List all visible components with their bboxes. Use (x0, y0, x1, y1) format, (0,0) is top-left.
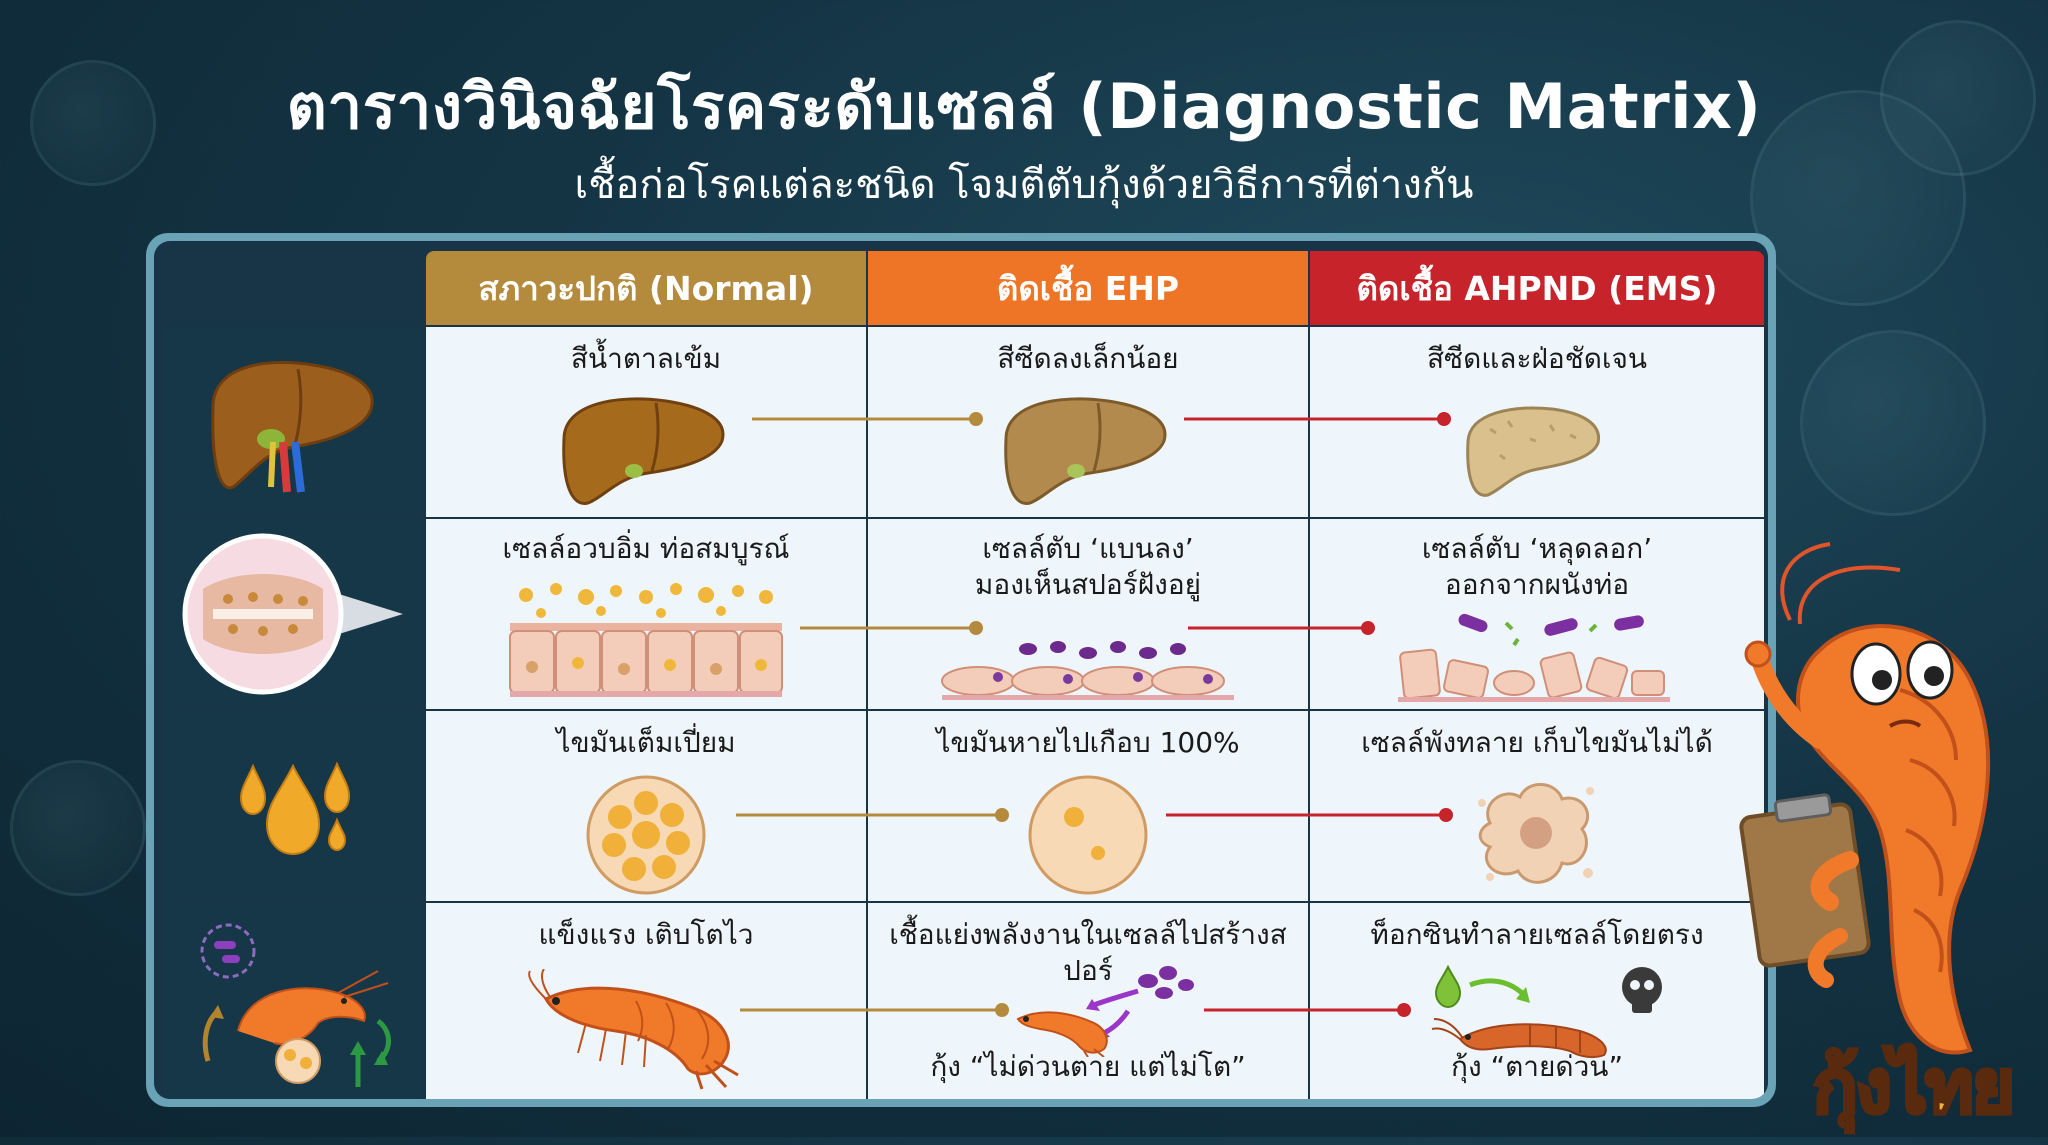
liver-icon (211, 361, 374, 493)
row-icon-fat (164, 711, 422, 901)
toxin-dead-shrimp-icon (1431, 964, 1662, 1059)
tubule-ehp-label-line2: มองเห็นสปอร์ฝังอยู่ (974, 568, 1202, 601)
fat-ahpnd-label: เซลล์พังทลาย เก็บไขมันไม่ได้ (1361, 726, 1713, 759)
tubule-ehp-label-line1: เซลล์ตับ ‘แบนลง’ (982, 532, 1194, 565)
cell-growth-ahpnd: ท็อกซินทำลายเซลล์โดยตรง กุ้ง “ตายด่วน” (1310, 903, 1764, 1099)
row-connectors (736, 412, 1453, 1017)
background-cell-shape (1880, 20, 2036, 176)
row-icon-liver (164, 327, 422, 517)
liver-dark-icon (562, 397, 725, 505)
cell-fat-ahpnd: เซลล์พังทลาย เก็บไขมันไม่ได้ (1310, 711, 1764, 901)
fat-ehp-label: ไขมันหายไปเกือบ 100% (936, 726, 1240, 759)
growth-normal-label: แข็งแรง เติบโตไว (538, 918, 754, 951)
row-icon-growth (164, 903, 422, 1099)
diagnostic-matrix-board: สภาวะปกติ (Normal) ติดเชื้อ EHP ติดเชื้อ… (146, 233, 1776, 1107)
liver-ehp-label: สีซีดลงเล็กน้อย (997, 342, 1179, 375)
fat-full-cell-icon (586, 775, 706, 895)
growth-ahpnd-label: ท็อกซินทำลายเซลล์โดยตรง (1370, 918, 1704, 951)
cell-growth-normal: แข็งแรง เติบโตไว (426, 903, 866, 1099)
cell-tubule-ahpnd: เซลล์ตับ ‘หลุดลอก’ ออกจากผนังท่อ (1310, 519, 1764, 709)
cell-liver-ehp: สีซีดลงเล็กน้อย (868, 327, 1308, 517)
tubule-ahpnd-label-line2: ออกจากผนังท่อ (1444, 568, 1630, 601)
cell-tubule-ehp: เซลล์ตับ ‘แบนลง’ มองเห็นสปอร์ฝังอยู่ (868, 519, 1308, 709)
liver-pale-icon (1004, 397, 1167, 505)
shrimp-growth-cycle-icon (200, 923, 391, 1087)
column-header-ehp: ติดเชื้อ EHP (868, 251, 1308, 325)
brand-logo: กุ้งไทย (1782, 1040, 2044, 1132)
page-subtitle: เชื้อก่อโรคแต่ละชนิด โจมตีตับกุ้งด้วยวิธ… (574, 162, 1474, 208)
cell-fat-ehp: ไขมันหายไปเกือบ 100% (868, 711, 1308, 901)
growth-ahpnd-outcome: กุ้ง “ตายด่วน” (1451, 1050, 1623, 1083)
fat-depleted-cell-icon (1028, 775, 1148, 895)
flattened-cells-spores-icon (941, 641, 1234, 700)
ruptured-cell-icon (1478, 783, 1594, 884)
healthy-epithelium-icon (509, 583, 783, 697)
row-icon-tubule (164, 519, 422, 709)
cell-growth-ehp: เชื้อแย่งพลังงานในเซลล์ไปสร้างสปอร์ กุ้ง… (868, 903, 1308, 1099)
shrimp-mascot-icon (1739, 542, 1991, 1055)
page-title: ตารางวินิจฉัยโรคระดับเซลล์ (Diagnostic M… (286, 70, 1762, 143)
background-cell-shape (30, 60, 156, 186)
background-cell-shape (1800, 330, 1986, 516)
background-cell-shape (10, 760, 146, 896)
stunted-shrimp-spores-icon (1016, 966, 1194, 1057)
brand-logo-text: กุ้งไทย (1811, 1042, 2017, 1132)
column-header-ahpnd: ติดเชื้อ AHPND (EMS) (1310, 251, 1764, 325)
cell-liver-normal: สีน้ำตาลเข้ม (426, 327, 866, 517)
growth-ehp-outcome: กุ้ง “ไม่ด่วนตาย แต่ไม่โต” (930, 1050, 1246, 1083)
liver-atrophied-icon (1466, 406, 1601, 497)
tubule-normal-label: เซลล์อวบอิ่ม ท่อสมบูรณ์ (502, 532, 790, 565)
liver-ahpnd-label: สีซีดและฝ่อชัดเจน (1426, 342, 1648, 375)
cell-liver-ahpnd: สีซีดและฝ่อชัดเจน (1310, 327, 1764, 517)
sloughed-cells-bacteria-icon (1398, 613, 1670, 702)
cell-fat-normal: ไขมันเต็มเปี่ยม (426, 711, 866, 901)
growth-ehp-label: เชื้อแย่งพลังงานในเซลล์ไปสร้างสปอร์ (889, 918, 1287, 987)
tubule-ahpnd-label-line1: เซลล์ตับ ‘หลุดลอก’ (1421, 532, 1653, 565)
cell-tubule-normal: เซลล์อวบอิ่ม ท่อสมบูรณ์ (426, 519, 866, 709)
liver-normal-label: สีน้ำตาลเข้ม (570, 342, 722, 375)
tubule-cells-icon (182, 533, 403, 695)
column-header-normal: สภาวะปกติ (Normal) (426, 251, 866, 325)
fat-droplets-icon (239, 761, 351, 856)
fat-normal-label: ไขมันเต็มเปี่ยม (556, 726, 736, 759)
healthy-shrimp-icon (528, 969, 739, 1090)
diagnostic-matrix-table: สภาวะปกติ (Normal) ติดเชื้อ EHP ติดเชื้อ… (154, 241, 1768, 1099)
